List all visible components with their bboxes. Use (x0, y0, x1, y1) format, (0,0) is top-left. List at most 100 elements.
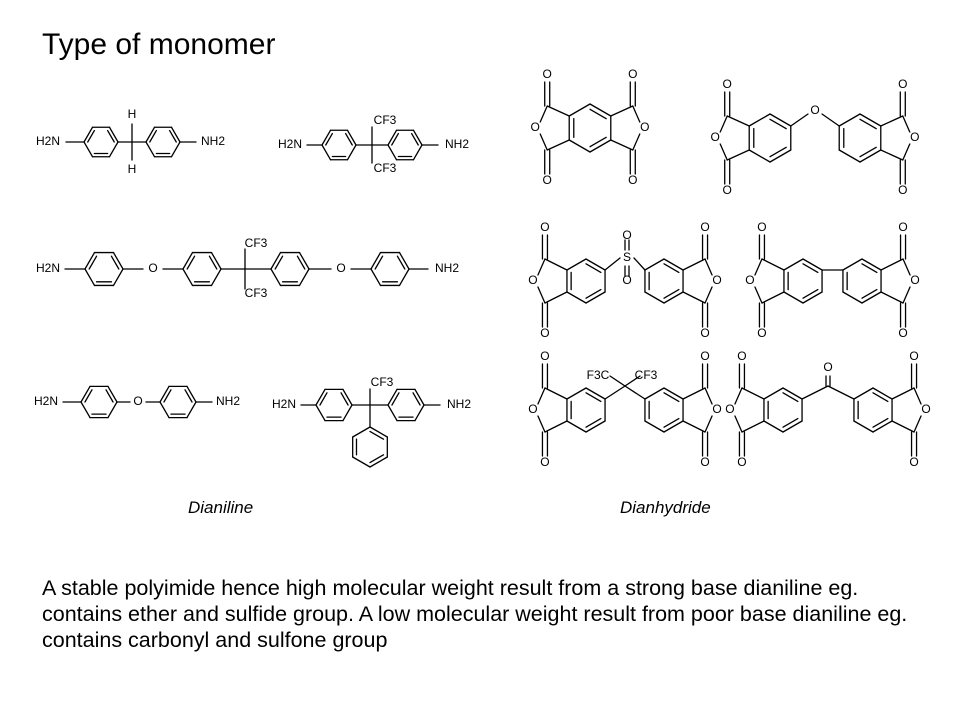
benzene-ring (270, 251, 310, 287)
oxygen-label: O (133, 394, 142, 408)
oxygen-label: O (898, 77, 907, 91)
oxygen-label: O (148, 261, 157, 275)
sulfur-label: S (623, 250, 631, 264)
oxygen-label: O (737, 349, 746, 363)
methylene-dianiline: H2N H H NH2 (36, 107, 225, 176)
amine-label: H2N (36, 134, 60, 148)
oxygen-label: O (898, 183, 907, 197)
oxygen-label: O (540, 349, 549, 363)
benzene-ring (566, 258, 606, 304)
oxydianiline: H2N O NH2 (34, 385, 240, 419)
oxygen-label: O (700, 349, 709, 363)
oxygen-label: O (622, 228, 631, 242)
benzene-ring (315, 388, 353, 422)
hydrogen-label: H (128, 107, 137, 121)
hydrogen-label: H (128, 162, 137, 176)
benzene-ring (838, 113, 882, 163)
oxygen-label: O (909, 455, 918, 469)
amine-label: NH2 (435, 261, 459, 275)
odpa-dianhydride: O O O O O O O (711, 77, 920, 197)
oxygen-label: O (745, 273, 754, 287)
oxygen-label: O (723, 183, 732, 197)
oxygen-label: O (622, 273, 631, 287)
benzene-ring (644, 387, 684, 433)
oxygen-label: O (711, 130, 720, 144)
amine-label: H2N (272, 397, 296, 411)
oxygen-label: O (540, 326, 549, 340)
benzene-ring (352, 426, 388, 468)
slide-title: Type of monomer (42, 28, 276, 61)
description-text: A stable polyimide hence high molecular … (42, 576, 908, 652)
oxygen-label: O (757, 220, 766, 234)
benzene-ring (80, 385, 118, 419)
oxygen-label: O (700, 455, 709, 469)
benzene-ring (842, 258, 882, 304)
benzene-ring (566, 387, 606, 433)
oxygen-label: O (628, 173, 637, 187)
benzene-ring (321, 129, 357, 161)
oxygen-label: O (898, 326, 907, 340)
oxygen-label: O (628, 67, 637, 81)
cf3-label: CF3 (245, 286, 268, 300)
oxygen-label: O (640, 120, 649, 134)
oxygen-label: O (909, 349, 918, 363)
cf3-label: CF3 (374, 161, 397, 175)
oxygen-label: O (700, 220, 709, 234)
amine-label: NH2 (447, 397, 471, 411)
cf3-label: CF3 (245, 236, 268, 250)
amine-label: H2N (34, 394, 58, 408)
oxygen-label: O (540, 220, 549, 234)
oxygen-label: O (712, 402, 721, 416)
cf3-label: CF3 (371, 375, 394, 389)
benzene-ring (84, 251, 124, 287)
amine-label: NH2 (445, 137, 469, 151)
benzene-ring (387, 388, 425, 422)
benzene-ring (159, 385, 197, 419)
oxygen-label: O (810, 103, 819, 117)
oxygen-label: O (700, 326, 709, 340)
bpda-dianhydride: O O O O O O (745, 220, 919, 340)
benzene-ring (182, 251, 222, 287)
oxygen-label: O (921, 402, 930, 416)
benzene-ring (644, 258, 684, 304)
dianiline-label: Dianiline (188, 498, 254, 517)
oxygen-label: O (910, 273, 919, 287)
oxygen-label: O (898, 220, 907, 234)
benzene-ring (763, 387, 803, 433)
oxygen-label: O (723, 77, 732, 91)
benzene-ring (748, 113, 792, 163)
benzene-ring (387, 129, 423, 161)
pmda-dianhydride: O O O O O O (531, 67, 650, 187)
amine-label: NH2 (216, 394, 240, 408)
cf3-label: CF3 (635, 368, 658, 382)
benzene-ring (853, 387, 893, 433)
benzene-ring (568, 103, 612, 153)
benzene-ring (83, 126, 119, 158)
oxygen-label: O (737, 455, 746, 469)
benzene-ring (145, 126, 181, 158)
oxygen-label: O (528, 402, 537, 416)
oxygen-label: O (757, 326, 766, 340)
oxygen-label: O (543, 67, 552, 81)
oxygen-label: O (531, 120, 540, 134)
cf3-label: CF3 (374, 113, 397, 127)
oxygen-label: O (725, 402, 734, 416)
amine-label: H2N (36, 261, 60, 275)
oxygen-label: O (528, 273, 537, 287)
oxygen-label: O (336, 261, 345, 275)
oxygen-label: O (543, 173, 552, 187)
amine-label: NH2 (201, 134, 225, 148)
oxygen-label: O (712, 273, 721, 287)
oxygen-label: O (910, 130, 919, 144)
benzene-ring (370, 251, 410, 287)
dianhydride-label: Dianhydride (620, 498, 711, 517)
cf3-label: F3C (587, 368, 610, 382)
